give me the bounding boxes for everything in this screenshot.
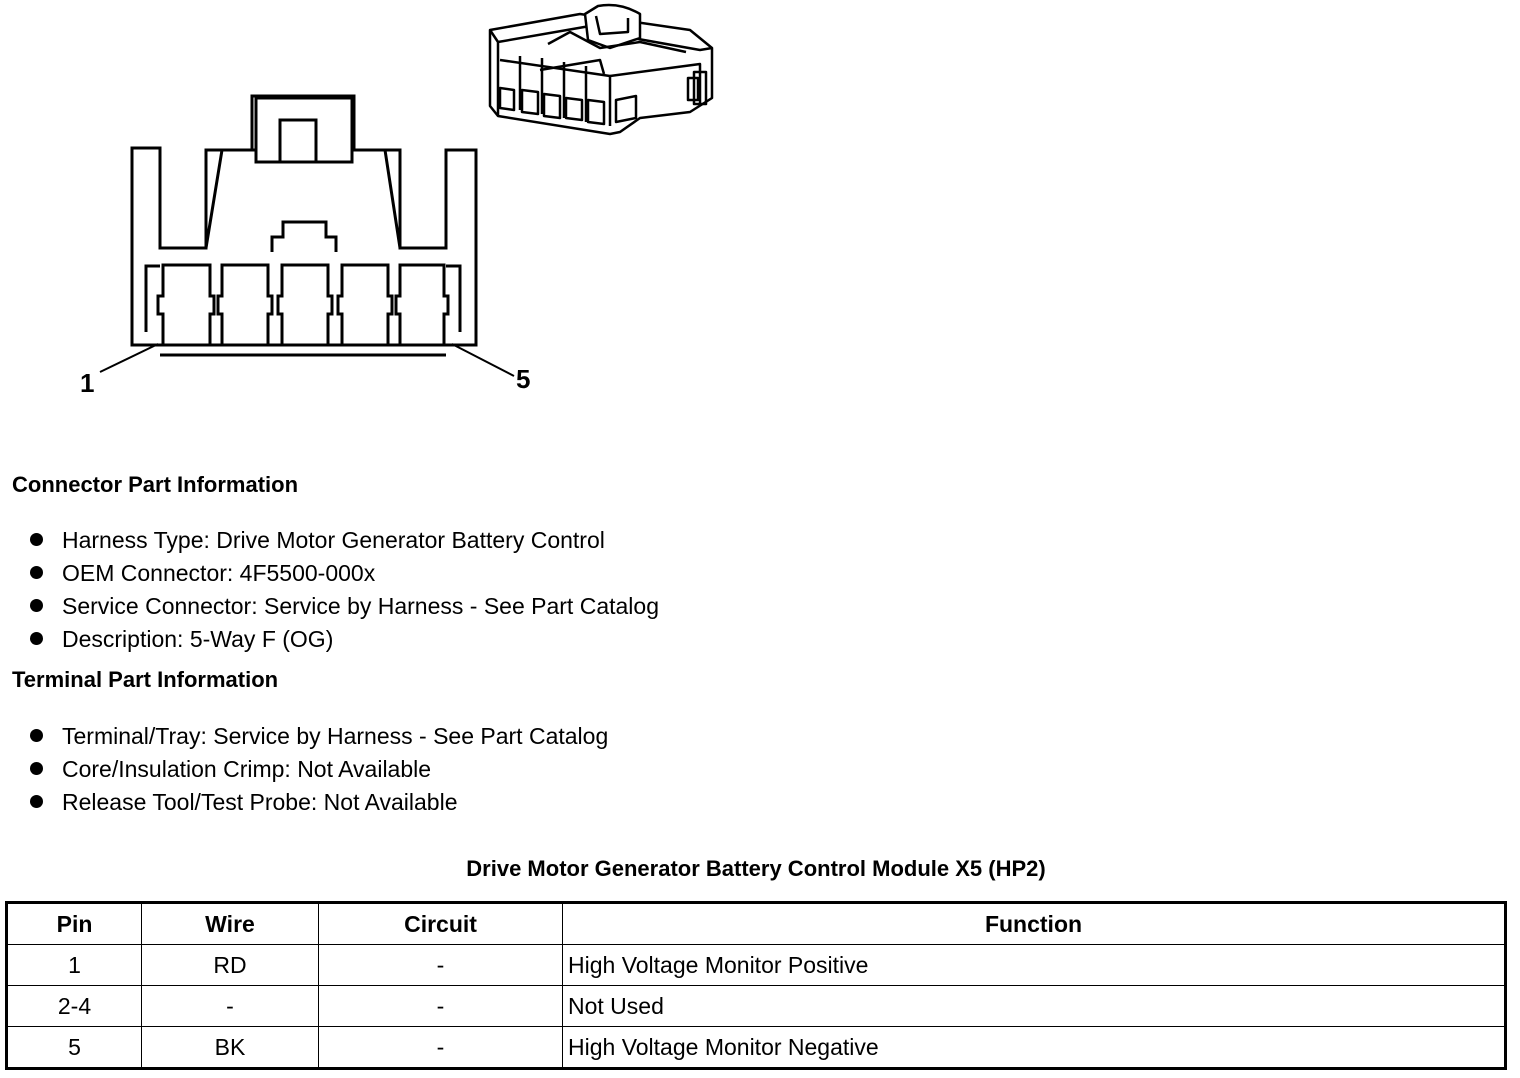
table-title: Drive Motor Generator Battery Control Mo… — [466, 856, 1046, 881]
connector-part-list: Harness Type: Drive Motor Generator Batt… — [30, 526, 659, 658]
list-item: Release Tool/Test Probe: Not Available — [30, 788, 608, 821]
wire-cell: RD — [141, 944, 319, 986]
column-header-pin: Pin — [6, 902, 142, 945]
list-item-text: OEM Connector: 4F5500-000x — [62, 560, 376, 586]
connector-latch — [254, 96, 354, 164]
table-header-row: Pin Wire Circuit Function — [6, 902, 1506, 945]
function-cell: High Voltage Monitor Negative — [562, 1026, 1506, 1069]
pin-1-label: 1 — [80, 368, 94, 398]
list-item-text: Harness Type: Drive Motor Generator Batt… — [62, 527, 605, 553]
pin-cell: 2-4 — [6, 985, 142, 1027]
table-row: 5 BK - High Voltage Monitor Negative — [6, 1026, 1506, 1069]
table-row: 1 RD - High Voltage Monitor Positive — [6, 944, 1506, 986]
column-header-wire: Wire — [141, 902, 319, 945]
wire-cell: BK — [141, 1026, 319, 1069]
circuit-cell: - — [318, 985, 563, 1027]
list-item: Terminal/Tray: Service by Harness - See … — [30, 722, 608, 755]
circuit-cell: - — [318, 1026, 563, 1069]
column-header-function: Function — [562, 902, 1506, 945]
function-cell: High Voltage Monitor Positive — [562, 944, 1506, 986]
list-item-text: Description: 5-Way F (OG) — [62, 626, 334, 652]
list-item: Core/Insulation Crimp: Not Available — [30, 755, 608, 788]
terminal-part-heading: Terminal Part Information — [12, 667, 279, 692]
list-item-text: Core/Insulation Crimp: Not Available — [62, 756, 432, 782]
pin-5-leader-line — [451, 343, 515, 377]
column-header-circuit: Circuit — [318, 902, 563, 945]
connector-isometric-view — [488, 3, 714, 136]
pin-cell: 5 — [6, 1026, 142, 1069]
list-item: OEM Connector: 4F5500-000x — [30, 559, 659, 592]
pin-table: Pin Wire Circuit Function 1 RD - High Vo… — [5, 901, 1507, 1070]
table-row: 2-4 - - Not Used — [6, 985, 1506, 1027]
cavity-3 — [276, 263, 334, 347]
bullet-icon — [30, 566, 43, 579]
bullet-icon — [30, 762, 43, 775]
list-item: Service Connector: Service by Harness - … — [30, 592, 659, 625]
connector-part-heading: Connector Part Information — [12, 472, 299, 497]
connector-diagram: 1 5 — [80, 3, 714, 398]
circuit-cell: - — [318, 944, 563, 986]
cavity-2 — [216, 263, 274, 347]
bullet-icon — [30, 599, 43, 612]
list-item-text: Service Connector: Service by Harness - … — [62, 593, 659, 619]
connector-inner-outline — [144, 148, 462, 332]
cavity-5 — [394, 263, 450, 347]
connector-latch-window — [278, 118, 318, 164]
function-cell: Not Used — [562, 985, 1506, 1027]
pin-1-leader-line — [99, 343, 159, 373]
bullet-icon — [30, 533, 43, 546]
bullet-icon — [30, 729, 43, 742]
bullet-icon — [30, 795, 43, 808]
list-item-text: Release Tool/Test Probe: Not Available — [62, 789, 458, 815]
cavity-4 — [336, 263, 394, 347]
list-item: Description: 5-Way F (OG) — [30, 625, 659, 658]
cavity-1 — [156, 263, 216, 347]
terminal-part-list: Terminal/Tray: Service by Harness - See … — [30, 722, 608, 821]
connector-housing-outline — [130, 94, 478, 347]
connector-face-view — [130, 94, 478, 357]
pin-cell: 1 — [6, 944, 142, 986]
list-item-text: Terminal/Tray: Service by Harness - See … — [62, 723, 609, 749]
bullet-icon — [30, 632, 43, 645]
pin-5-label: 5 — [516, 364, 530, 394]
wire-cell: - — [141, 985, 319, 1027]
connector-key-tab — [270, 220, 338, 252]
list-item: Harness Type: Drive Motor Generator Batt… — [30, 526, 659, 559]
